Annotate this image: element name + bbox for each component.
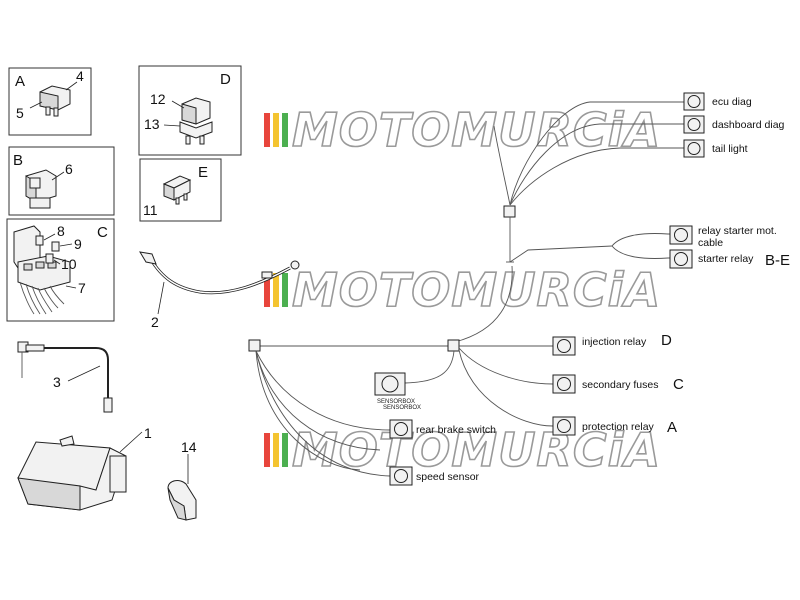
group-e-frame (139, 158, 222, 222)
group-d-frame (138, 65, 242, 156)
connector-protection-relay-code: A (667, 419, 677, 436)
connector-dashboard-diag-label: dashboard diag (712, 119, 785, 131)
watermark-stripe-red (264, 433, 270, 467)
part-number-4: 4 (76, 68, 84, 84)
watermark-1: MOTOMURCiA (264, 102, 661, 158)
watermark-stripe-green (282, 113, 288, 147)
wire-part-3 (17, 341, 113, 413)
relay-base-part-13 (179, 121, 213, 145)
part-number-7: 7 (78, 280, 86, 296)
watermark-stripe-green (282, 273, 288, 307)
part-number-1: 1 (144, 425, 152, 441)
connector-relay-starter-label-line1: relay starter mot. (698, 225, 777, 237)
connector-dashboard-diag[interactable]: dashboard diag (683, 115, 785, 134)
part-number-13: 13 (144, 116, 160, 132)
watermark-text: MOTOMURCiA (292, 103, 661, 157)
connector-speed-sensor-label: speed sensor (416, 471, 480, 483)
part-number-10: 10 (61, 256, 77, 272)
group-c-label: C (97, 224, 108, 241)
part-number-8: 8 (57, 223, 65, 239)
sensorbox-label-line1: SENSORBOX (377, 399, 415, 405)
fuse-part-9 (51, 241, 60, 252)
connector-secondary-fuses-code: C (673, 376, 684, 393)
part-number-3: 3 (53, 374, 61, 390)
wiring-harness (248, 101, 684, 477)
watermark-text: MOTOMURCiA (292, 423, 661, 477)
group-c-frame (6, 218, 115, 322)
connector-injection-relay-code: D (661, 332, 672, 349)
sensorbox-label-line2: SENSORBOX (383, 405, 421, 411)
group-b[interactable]: B 6 (8, 146, 115, 216)
connector-ecu-diag-label: ecu diag (712, 96, 752, 108)
watermark-stripe-yellow (273, 433, 279, 467)
watermark-text: MOTOMURCiA (292, 263, 661, 317)
connector-protection-relay-label: protection relay (582, 421, 655, 433)
cap-part-14 (167, 480, 197, 521)
watermark-3: MOTOMURCiA (264, 422, 661, 478)
connector-starter-relay[interactable]: starter relay B-E (669, 249, 790, 269)
watermark-2: MOTOMURCiA (264, 262, 661, 318)
part-number-5: 5 (16, 105, 24, 121)
blade-fuse-part-11 (162, 175, 192, 205)
group-b-frame (8, 146, 115, 216)
connector-starter-relay-code: B-E (765, 252, 790, 269)
group-d[interactable]: D 12 13 (138, 65, 242, 156)
connector-speed-sensor[interactable]: speed sensor (389, 466, 480, 486)
part-number-2: 2 (151, 314, 159, 330)
watermark-stripe-red (264, 113, 270, 147)
harness-node-left (248, 339, 261, 352)
fuse-part-8 (35, 235, 44, 246)
watermark-stripe-green (282, 433, 288, 467)
connector-protection-relay[interactable]: protection relay A (552, 416, 677, 436)
connector-relay-starter-label-line2: cable (698, 237, 723, 249)
part-number-9: 9 (74, 236, 82, 252)
connector-relay-starter-cable[interactable]: relay starter mot. cable (669, 225, 777, 249)
harness-node-top (503, 205, 516, 218)
group-a-label: A (15, 73, 25, 90)
connector-ecu-diag[interactable]: ecu diag (683, 92, 752, 111)
harness-node-center (447, 339, 460, 352)
connector-injection-relay-label: injection relay (582, 336, 647, 348)
connector-rear-brake-switch-label: rear brake switch (416, 424, 496, 436)
group-e-label: E (198, 164, 208, 181)
group-a-frame (8, 67, 92, 136)
battery-cable-part-2 (139, 251, 300, 295)
part-number-6: 6 (65, 161, 73, 177)
relay-part-4 (39, 85, 71, 117)
group-b-label: B (13, 152, 23, 169)
part-number-14: 14 (181, 439, 197, 455)
connector-secondary-fuses[interactable]: secondary fuses C (552, 374, 684, 394)
group-a[interactable]: A 4 5 (8, 67, 92, 136)
watermark-stripe-yellow (273, 113, 279, 147)
ecu-part-1 (17, 435, 127, 511)
part-number-12: 12 (150, 91, 166, 107)
relay-part-12 (181, 97, 211, 125)
connector-starter-relay-label: starter relay (698, 253, 754, 265)
connector-secondary-fuses-label: secondary fuses (582, 379, 658, 391)
connector-rear-brake-switch[interactable]: rear brake switch (389, 419, 496, 439)
connector-injection-relay[interactable]: injection relay D (552, 332, 672, 356)
connector-sensorbox[interactable]: SENSORBOX SENSORBOX (374, 372, 421, 411)
fuse-holder-part-6 (25, 169, 57, 209)
watermark-stripe-yellow (273, 273, 279, 307)
fuse-box-part-7 (13, 225, 71, 315)
connector-tail-light[interactable]: tail light (683, 139, 748, 158)
fuse-part-10 (45, 253, 54, 264)
group-e[interactable]: E 11 (139, 158, 222, 222)
group-d-label: D (220, 71, 231, 88)
group-c[interactable]: C 8 9 10 7 (6, 218, 115, 322)
part-number-11: 11 (143, 202, 158, 218)
connector-tail-light-label: tail light (712, 143, 748, 155)
watermark-stripe-red (264, 273, 270, 307)
